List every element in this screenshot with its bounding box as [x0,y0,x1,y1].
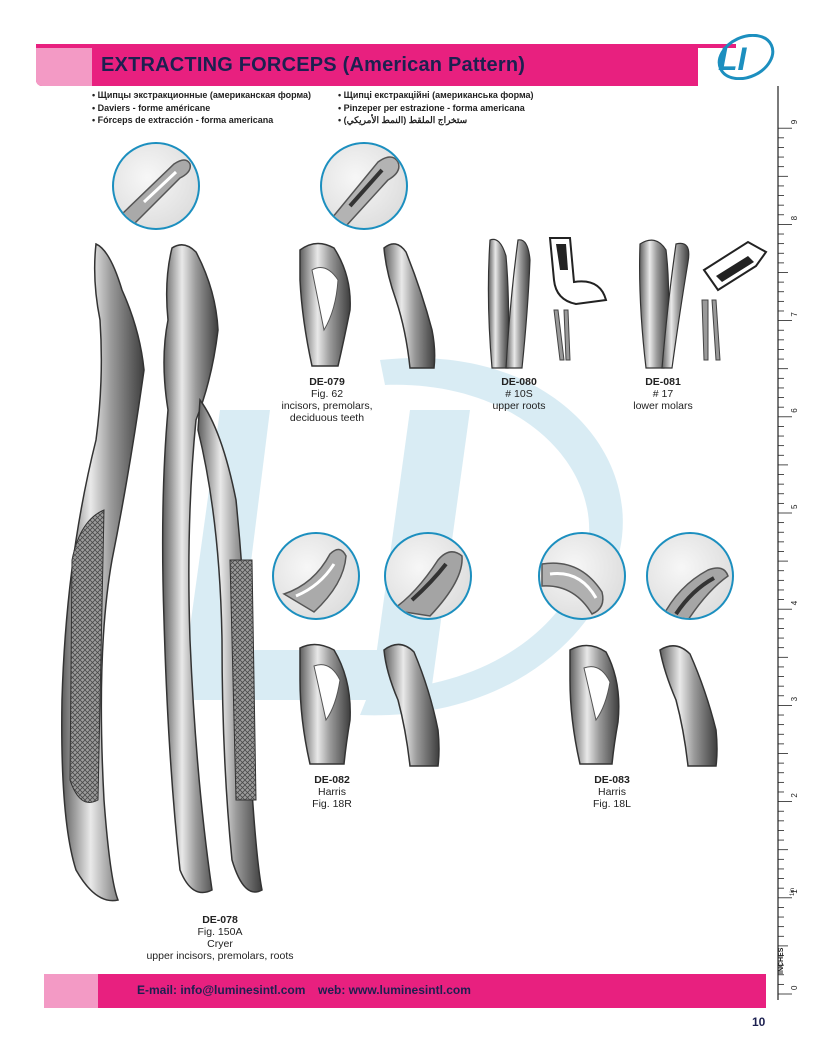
page-title: EXTRACTING FORCEPS (American Pattern) [101,54,526,76]
forceps-de081-small [701,299,721,361]
product-caption-de078: DE-078 Fig. 150A Cryer upper incisors, p… [140,914,300,962]
language-list-right: • Щипці екстракційні (американська форма… [338,89,534,127]
forceps-de079-side [383,243,436,369]
language-line: • ستخراج الملقط (النمط الأمريكي) [338,115,468,125]
forceps-de081-tip-diagram [702,240,768,292]
product-code: DE-079 [309,376,345,388]
product-caption-de081: DE-081 # 17 lower molars [626,376,700,412]
forceps-de079-front [299,242,351,367]
product-detail: Fig. 62 [310,388,344,400]
page-number: 10 [752,1015,766,1029]
forceps-de082-front [299,643,351,765]
ruler-unit-label: INCHES [778,947,785,974]
language-line: • Fórceps de extracción - forma american… [92,115,274,125]
product-code: DE-082 [314,774,350,786]
language-line: • Pinzeper per estrazione - forma americ… [338,102,525,113]
ruler-number: 4 [790,600,799,605]
ruler-sub-label: 1in [790,888,796,896]
ruler-number: 1 [790,889,799,894]
product-caption-de083: DE-083 Harris Fig. 18L [580,774,644,810]
footer-email: E-mail: info@luminesintl.com [137,983,306,997]
ruler-number: 0 [790,985,799,990]
magnified-tip-de083-a [538,532,626,620]
product-detail: Cryer [207,938,233,950]
product-detail: Fig. 18L [593,798,631,810]
forceps-de078-side [61,242,145,902]
product-detail: deciduous teeth [289,412,365,424]
magnified-tip-de079 [320,142,408,230]
ruler-number: 5 [790,504,799,509]
forceps-de081-front [639,239,690,369]
product-detail: upper roots [492,400,546,412]
product-caption-de079: DE-079 Fig. 62 incisors, premolars, deci… [272,376,382,424]
header-rule [36,44,736,48]
magnified-tip-de078 [112,142,200,230]
ruler-number: 7 [790,312,799,317]
product-detail: lower molars [633,400,693,412]
footer-band-accent [44,974,98,1008]
ruler-numbers: 0 1 2 3 4 5 6 7 8 9 [790,119,799,990]
forceps-de080-small [553,309,571,361]
forceps-de080-front [487,238,531,369]
forceps-de078-front [161,244,263,894]
language-line: • Щипцы экстракционные (американская фор… [92,90,311,100]
language-line: • Daviers - forme américane [92,102,211,113]
product-caption-de082: DE-082 Harris Fig. 18R [300,774,364,810]
forceps-de083-side [659,645,718,767]
header-band-accent [36,44,92,86]
magnified-tip-de083-b [646,532,734,620]
product-detail: Harris [598,786,626,798]
product-detail: # 10S [505,388,533,400]
logo-text: LI [718,41,748,77]
product-detail: # 17 [652,388,674,400]
ruler-number: 2 [790,793,799,798]
forceps-de080-tip-diagram [548,237,608,306]
footer-band [44,974,766,1008]
footer-website: web: www.luminesintl.com [318,983,471,997]
ruler-number: 3 [790,696,799,701]
product-code: DE-080 [501,376,537,388]
magnified-tip-de082-a [272,532,360,620]
product-detail: Fig. 18R [312,798,352,810]
product-detail: Harris [318,786,346,798]
product-code: DE-083 [594,774,630,786]
product-detail: upper incisors, premolars, roots [146,950,294,962]
language-list-left: • Щипцы экстракционные (американская фор… [92,89,311,127]
ruler-ticks [778,127,792,995]
company-logo: LI [717,34,775,80]
product-code: DE-081 [645,376,681,388]
inch-ruler: 0 1 2 3 4 5 6 7 8 9 1in INCHES [777,86,799,1000]
ruler-number: 8 [790,215,799,220]
ruler-number: 6 [790,408,799,413]
ruler-number: 9 [790,119,799,124]
forceps-de082-side [383,643,440,767]
product-caption-de080: DE-080 # 10S upper roots [484,376,554,412]
product-detail: incisors, premolars, [281,400,373,412]
magnified-tip-de082-b [384,532,472,620]
language-line: • Щипці екстракційні (американська форма… [338,90,534,100]
product-code: DE-078 [202,914,238,926]
header-band [36,44,698,86]
product-detail: Fig. 150A [197,926,243,938]
forceps-de083-front [569,644,620,765]
